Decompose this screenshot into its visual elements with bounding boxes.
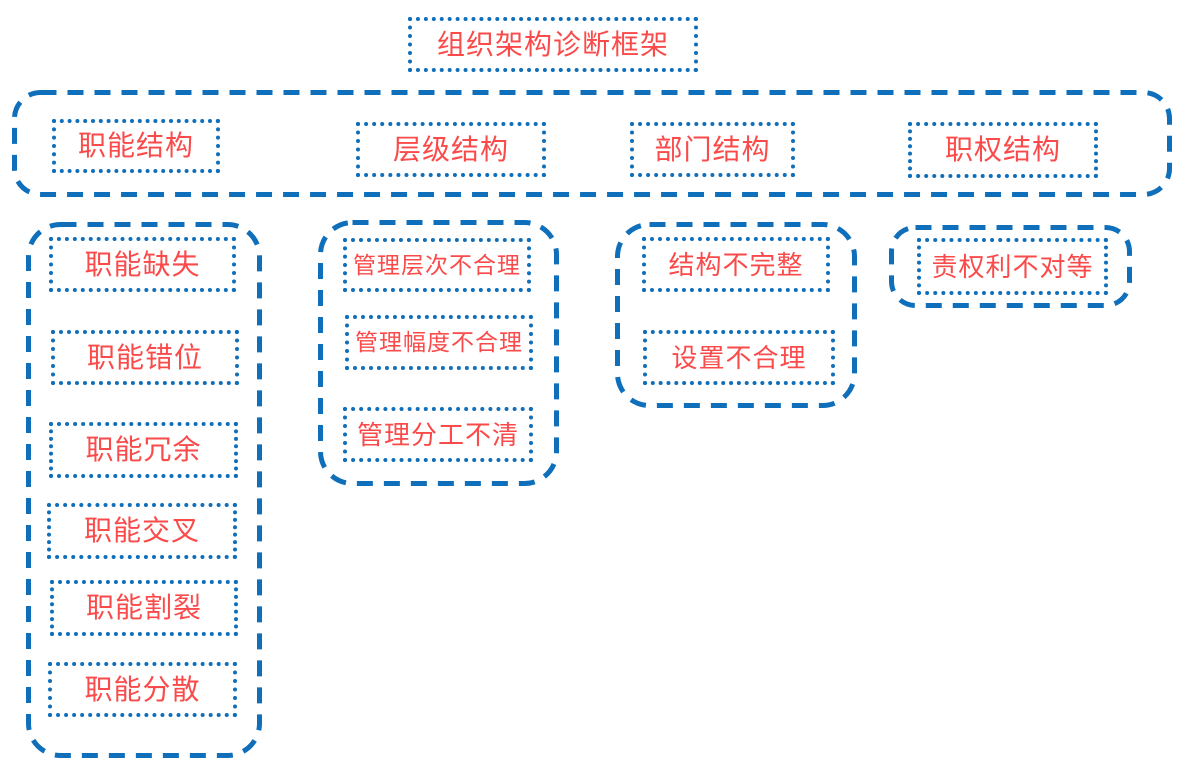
item-functional-misplacement: 职能错位 xyxy=(51,330,239,385)
item-functional-overlap: 职能交叉 xyxy=(47,503,237,559)
category-functional-structure: 职能结构 xyxy=(52,119,220,173)
item-structure-incomplete: 结构不完整 xyxy=(642,237,830,292)
categories-row-container xyxy=(12,90,1172,197)
diagram-title: 组织架构诊断框架 xyxy=(408,17,698,72)
functional-group-container xyxy=(26,222,262,758)
item-management-span-unreasonable: 管理幅度不合理 xyxy=(345,315,533,370)
item-functional-redundancy: 职能冗余 xyxy=(49,422,238,478)
category-hierarchy-structure: 层级结构 xyxy=(356,122,546,177)
item-responsibility-authority-mismatch: 责权利不对等 xyxy=(917,238,1108,295)
authority-group-container xyxy=(889,225,1132,308)
item-management-division-unclear: 管理分工不清 xyxy=(343,407,533,462)
item-functional-fragmentation: 职能割裂 xyxy=(50,580,238,636)
hierarchy-group-container xyxy=(318,220,559,486)
category-department-structure: 部门结构 xyxy=(630,122,795,177)
item-functional-dispersion: 职能分散 xyxy=(48,662,237,717)
category-authority-structure: 职权结构 xyxy=(908,122,1098,178)
item-setup-unreasonable: 设置不合理 xyxy=(643,330,835,385)
item-functional-missing: 职能缺失 xyxy=(49,237,236,292)
item-management-layers-unreasonable: 管理层次不合理 xyxy=(343,238,531,292)
department-group-container xyxy=(615,222,857,408)
